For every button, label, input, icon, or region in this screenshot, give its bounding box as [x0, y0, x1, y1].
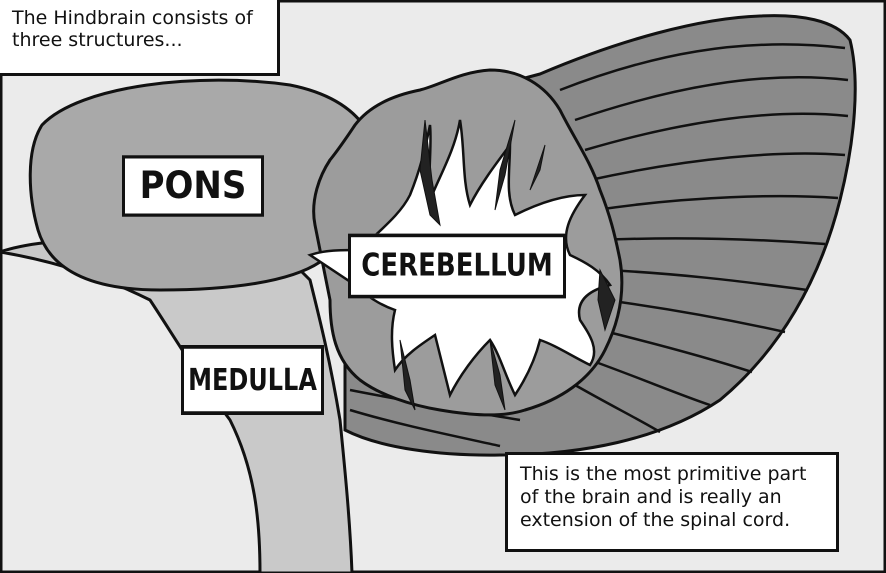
label-medulla: MEDULLA — [181, 345, 324, 415]
label-pons: PONS — [122, 155, 264, 217]
label-cerebellum: CEREBELLUM — [348, 234, 566, 299]
caption-description: This is the most primitive part of the b… — [505, 452, 839, 552]
caption-intro: The Hindbrain consists of three structur… — [0, 0, 280, 76]
